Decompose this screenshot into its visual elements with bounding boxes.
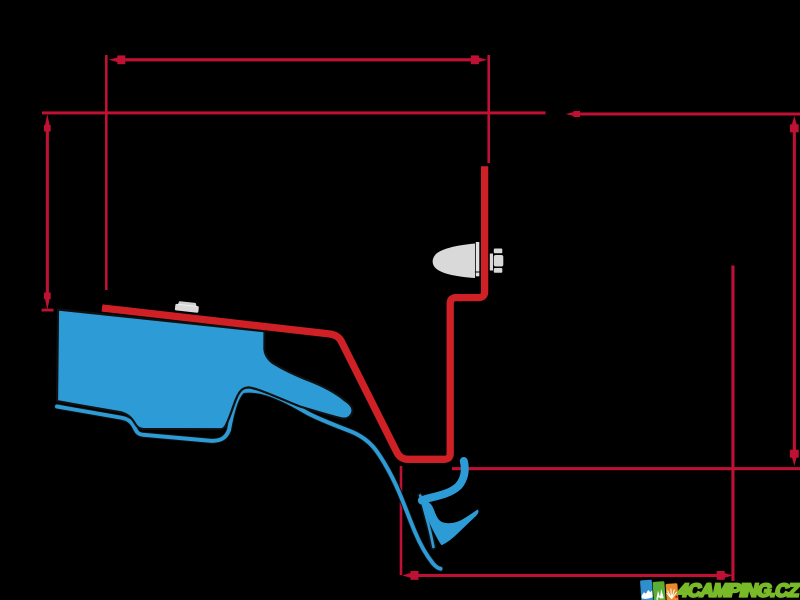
svg-text:4CAMPING.CZ: 4CAMPING.CZ bbox=[676, 580, 800, 600]
